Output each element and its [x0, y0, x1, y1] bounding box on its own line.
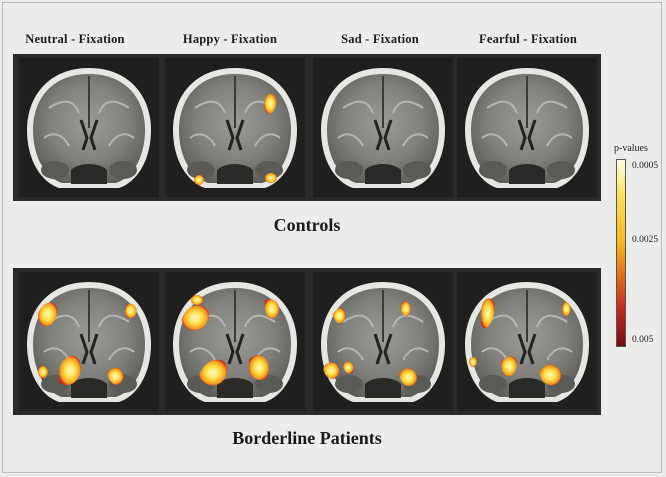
brain-scan-patients-neutral: [19, 272, 159, 411]
column-label-fearful: Fearful - Fixation: [478, 32, 578, 46]
brain-scan-controls-happy: [165, 58, 305, 197]
controls-image-strip: [13, 54, 601, 201]
brain-scan-controls-fearful: [457, 58, 597, 197]
brain-scan-patients-fearful: [457, 272, 597, 411]
legend-tick-top: 0.0005: [632, 161, 659, 171]
p-value-legend: p-values 0.0005 0.0025 0.005: [614, 143, 662, 353]
legend-tick-bottom: 0.005: [632, 335, 654, 345]
controls-group-label: Controls: [273, 215, 341, 235]
legend-tick-middle: 0.0025: [632, 235, 659, 245]
brain-scan-controls-sad: [313, 58, 453, 197]
column-label-sad: Sad - Fixation: [341, 32, 419, 46]
figure-frame: [2, 2, 662, 473]
legend-color-bar: [616, 159, 626, 347]
column-label-neutral: Neutral - Fixation: [25, 32, 125, 46]
column-label-happy: Happy - Fixation: [182, 32, 278, 46]
brain-scan-patients-sad: [313, 272, 453, 411]
patients-group-label: Borderline Patients: [232, 428, 382, 448]
brain-scan-patients-happy: [165, 272, 305, 411]
legend-title: p-values: [614, 143, 648, 154]
patients-image-strip: [13, 268, 601, 415]
brain-scan-controls-neutral: [19, 58, 159, 197]
